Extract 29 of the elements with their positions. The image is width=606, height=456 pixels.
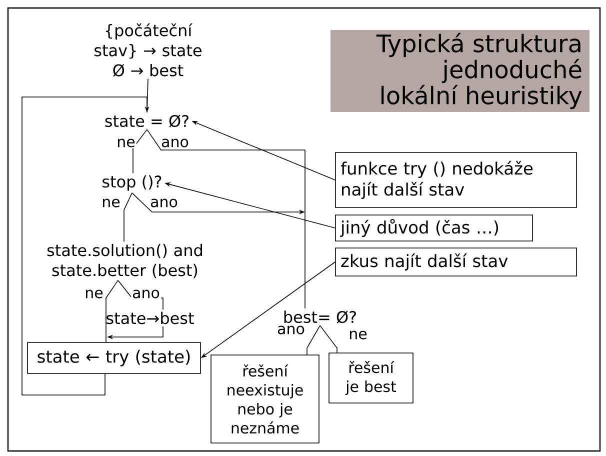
- connector: [132, 129, 148, 174]
- flow-text: state.solution() and state.better (best): [47, 244, 202, 278]
- edge-label: ano: [149, 198, 179, 208]
- flow-text: {počáteční stav} → state Ø → best: [94, 23, 202, 77]
- edge-label: ano: [131, 288, 161, 300]
- process-box: jiný důvod (čas …): [335, 214, 533, 242]
- flow-text: state→best: [106, 312, 194, 324]
- connector: [124, 192, 132, 242]
- flow-text: stop ()?: [102, 175, 162, 191]
- connector: [106, 280, 118, 342]
- process-box: řešení je best: [328, 352, 414, 404]
- connector: [146, 129, 306, 309]
- edge-label: ne: [116, 138, 136, 148]
- title-box: Typická struktura jednoduché lokální heuristiky: [330, 30, 590, 112]
- edge-label: ne: [100, 198, 122, 208]
- process-box: řešení neexistuje nebo je neznáme: [210, 354, 320, 444]
- flow-text: state = Ø?: [105, 114, 188, 128]
- connector: [146, 78, 148, 113]
- edge-label: ne: [84, 288, 104, 300]
- edge-label: ano: [276, 324, 306, 336]
- edge-label: ne: [348, 330, 368, 340]
- connector: [306, 325, 320, 355]
- process-box: funkce try () nedokáže najít další stav: [335, 152, 577, 208]
- flow-text: best= Ø?: [284, 310, 356, 324]
- connector: [22, 96, 150, 396]
- connector: [320, 325, 338, 353]
- process-box: zkus najít další stav: [335, 248, 577, 276]
- process-box: state ← try (state): [27, 342, 201, 374]
- edge-label: ano: [160, 138, 190, 148]
